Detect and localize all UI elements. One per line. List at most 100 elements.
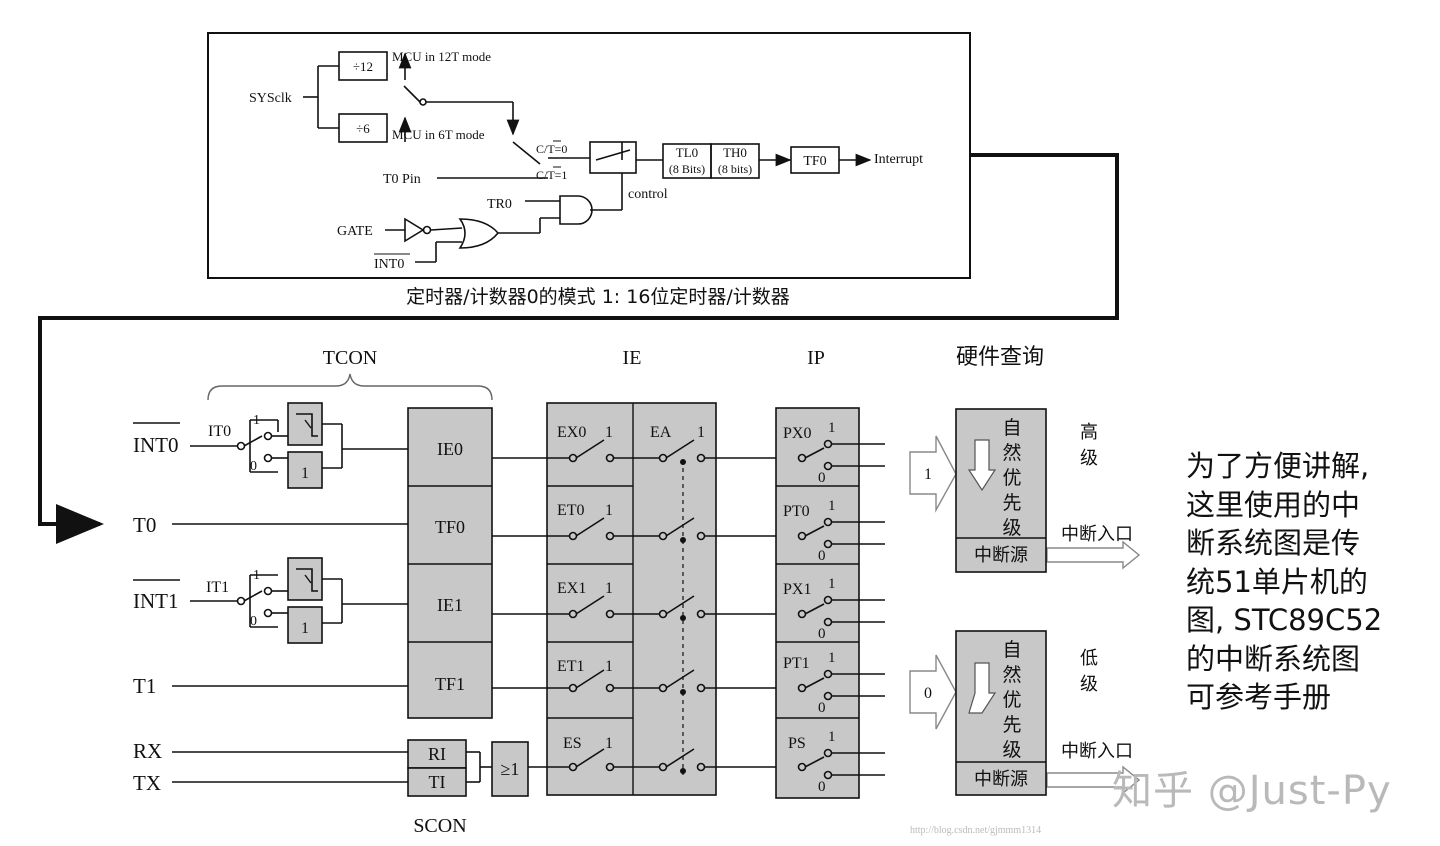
input-t0: T0 (133, 513, 156, 537)
svg-text:1: 1 (828, 420, 836, 436)
ip-px0: PX0 (783, 425, 811, 442)
input-tx: TX (133, 771, 161, 795)
tl0-label: TL0 (676, 145, 698, 160)
svg-text:0: 0 (818, 700, 826, 716)
ie-et1: ET1 (557, 658, 585, 675)
watermark: 知乎 @Just-Py (1112, 768, 1392, 814)
svg-text:级: 级 (1080, 674, 1098, 694)
interrupt-connector (38, 153, 1119, 544)
flag-tf1: TF1 (435, 674, 465, 694)
div12-label: ÷12 (353, 59, 373, 74)
not-gate (404, 217, 425, 243)
or-symbol: ≥1 (501, 759, 520, 779)
ti-box (407, 767, 467, 797)
or-box (491, 741, 529, 797)
svg-text:1: 1 (828, 729, 836, 745)
it1-one: 1 (253, 568, 260, 583)
ip-pt1: PT1 (783, 655, 810, 672)
ie-label: IE (623, 347, 642, 369)
arrow-high-value: 1 (924, 466, 932, 483)
div12-box (338, 51, 388, 81)
ct0-label: C/T=0 (536, 142, 567, 156)
ip-register-block (775, 407, 860, 799)
ie-register-block (546, 402, 717, 796)
svg-text:1: 1 (828, 650, 836, 666)
scon-label: SCON (413, 815, 466, 837)
mode6-label: MCU in 6T mode (392, 127, 485, 142)
sysclk-label: SYSclk (249, 91, 292, 106)
ie-ea: EA (650, 424, 672, 441)
ie-es: ES (563, 735, 582, 752)
svg-text:级: 级 (1002, 739, 1021, 761)
th0-label: TH0 (723, 145, 747, 160)
th0-register (710, 143, 760, 179)
svg-text:1: 1 (605, 735, 613, 752)
low-entry-arrow (1046, 765, 1141, 795)
flag-ie0: IE0 (437, 439, 463, 459)
svg-text:优: 优 (1002, 689, 1021, 711)
mode12-label: MCU in 12T mode (392, 49, 491, 64)
timer-frame (207, 32, 971, 279)
high-priority-box (955, 408, 1047, 573)
ip-label: IP (807, 347, 825, 369)
svg-text:1: 1 (697, 424, 705, 441)
int0-level-box (287, 451, 323, 489)
th0-bits-label: (8 bits) (718, 162, 752, 176)
ip-px1: PX1 (783, 581, 811, 598)
ie-ex0: EX0 (557, 424, 586, 441)
int1-level-one: 1 (301, 620, 309, 637)
it0-zero: 0 (250, 459, 257, 474)
svg-text:0: 0 (818, 548, 826, 564)
svg-text:1: 1 (828, 576, 836, 592)
svg-text:1: 1 (605, 502, 613, 519)
it0-label: IT0 (208, 423, 231, 440)
ip-ps: PS (788, 735, 806, 752)
high-natural-priority: 自 (1002, 417, 1021, 439)
it1-zero: 0 (250, 614, 257, 629)
tr0-label: TR0 (487, 197, 512, 212)
svg-text:先: 先 (1002, 492, 1021, 514)
tcon-brace (207, 373, 493, 401)
low-natural-priority: 自 (1002, 639, 1021, 661)
div6-box (338, 113, 388, 143)
div6-label: ÷6 (356, 121, 370, 136)
int0-level-one: 1 (301, 465, 309, 482)
arrow-low-value: 0 (924, 685, 932, 702)
svg-text:然: 然 (1002, 664, 1021, 686)
input-int1: INT1 (133, 589, 179, 613)
ri-box (407, 739, 467, 769)
high-entry-arrow (1046, 540, 1141, 570)
int0-top-label: INT0 (374, 257, 404, 272)
int1-edge-box (287, 557, 323, 601)
or-gate (458, 218, 500, 249)
svg-text:低: 低 (1080, 648, 1098, 668)
svg-text:0: 0 (818, 626, 826, 642)
it0-one: 1 (253, 413, 260, 428)
tf0-top-label: TF0 (803, 154, 826, 169)
hw-poll-label: 硬件查询 (956, 345, 1044, 370)
input-t1: T1 (133, 674, 156, 698)
svg-text:0: 0 (818, 779, 826, 795)
explanation-note: 为了方便讲解, 这里使用的中 断系统图是传 统51单片机的 图, STC89C5… (1186, 449, 1383, 714)
high-priority-arrow (909, 435, 957, 513)
tl0-bits-label: (8 Bits) (669, 162, 705, 176)
gate-label: GATE (337, 224, 373, 239)
ip-pt0: PT0 (783, 503, 810, 520)
low-int-entry: 中断入口 (1061, 741, 1133, 761)
flag-ri: RI (428, 744, 446, 764)
low-priority-arrow (909, 654, 957, 730)
tcon-label: TCON (323, 347, 377, 369)
svg-text:1: 1 (828, 498, 836, 514)
flag-ie1: IE1 (437, 595, 463, 615)
ie-et0: ET0 (557, 502, 585, 519)
ct1-label: C/T=1 (536, 168, 567, 182)
flag-tf0: TF0 (435, 517, 465, 537)
svg-text:1: 1 (605, 658, 613, 675)
svg-text:优: 优 (1002, 467, 1021, 489)
and-gate (559, 195, 593, 225)
it1-label: IT1 (206, 579, 229, 596)
svg-text:1: 1 (605, 580, 613, 597)
ie-ex1: EX1 (557, 580, 586, 597)
int1-level-box (287, 606, 323, 644)
input-rx: RX (133, 739, 162, 763)
